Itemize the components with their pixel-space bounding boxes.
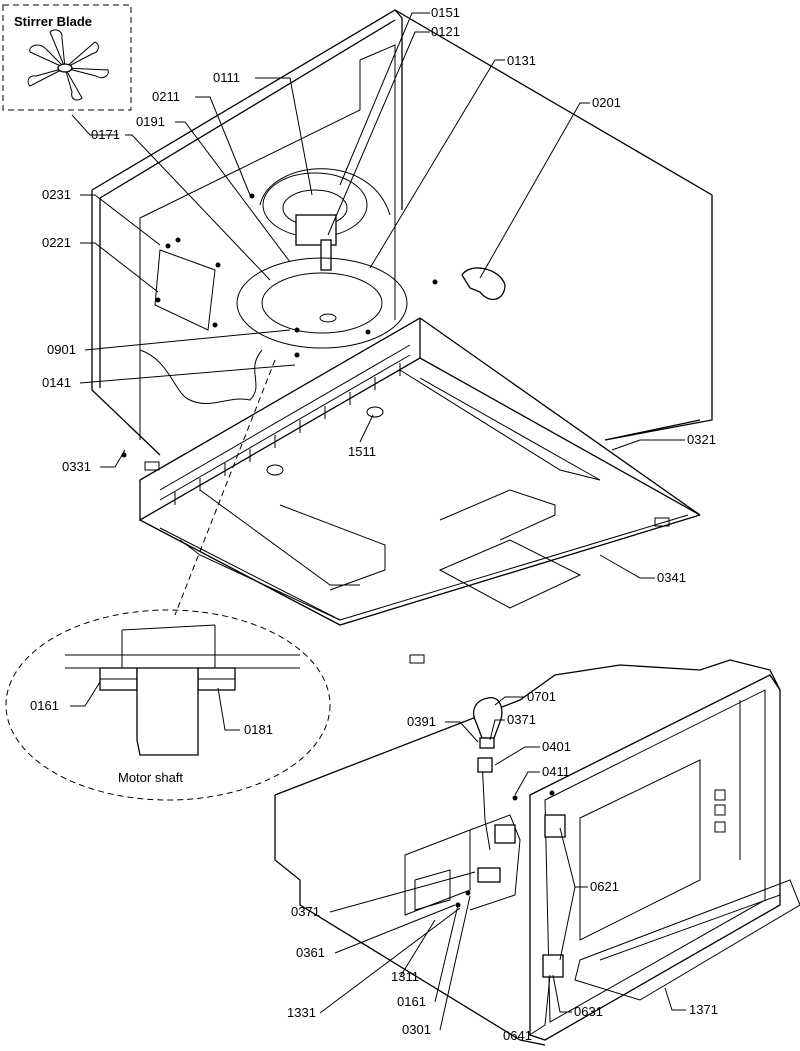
motor-shaft-title: Motor shaft xyxy=(118,770,183,785)
part-label-0341: 0341 xyxy=(657,570,686,585)
part-label-0371-bottom: 0371 xyxy=(291,904,320,919)
part-label-0121: 0121 xyxy=(431,24,460,39)
leader-lines xyxy=(70,12,686,1037)
part-label-0151: 0151 xyxy=(431,5,460,20)
part-label-0191: 0191 xyxy=(136,114,165,129)
part-label-0621: 0621 xyxy=(590,879,619,894)
part-label-0201: 0201 xyxy=(592,95,621,110)
part-label-0181: 0181 xyxy=(244,722,273,737)
part-label-0161-door: 0161 xyxy=(397,994,426,1009)
part-label-0161-shaft: 0161 xyxy=(30,698,59,713)
part-label-0141: 0141 xyxy=(42,375,71,390)
part-label-0401: 0401 xyxy=(542,739,571,754)
part-label-1371: 1371 xyxy=(689,1002,718,1017)
part-label-0301: 0301 xyxy=(402,1022,431,1037)
part-label-0111: 0111 xyxy=(213,70,240,85)
part-label-0171: 0171 xyxy=(91,127,120,142)
part-label-0221: 0221 xyxy=(42,235,71,250)
part-label-0391: 0391 xyxy=(407,714,436,729)
part-label-0361: 0361 xyxy=(296,945,325,960)
part-label-0701: 0701 xyxy=(527,689,556,704)
part-label-1511: 1511 xyxy=(348,444,376,459)
stirrer-blade-inset xyxy=(2,4,132,111)
part-label-1331: 1331 xyxy=(287,1005,316,1020)
motor-shaft-callout-line xyxy=(174,359,276,616)
part-label-0371-top: 0371 xyxy=(507,712,536,727)
part-label-0901: 0901 xyxy=(47,342,76,357)
part-label-0321: 0321 xyxy=(687,432,716,447)
part-label-0641: 0641 xyxy=(503,1028,532,1043)
part-label-0231: 0231 xyxy=(42,187,71,202)
part-label-0631: 0631 xyxy=(574,1004,603,1019)
motor-shaft-inset xyxy=(5,609,331,801)
part-label-0331: 0331 xyxy=(62,459,91,474)
part-label-0131: 0131 xyxy=(507,53,536,68)
part-label-1311: 1311 xyxy=(391,969,419,984)
part-label-0411: 0411 xyxy=(542,764,570,779)
front-frame-drawing xyxy=(139,317,701,664)
upper-cavity-drawing xyxy=(91,9,713,458)
part-label-0211: 0211 xyxy=(152,89,180,104)
stirrer-blade-title: Stirrer Blade xyxy=(14,14,92,29)
